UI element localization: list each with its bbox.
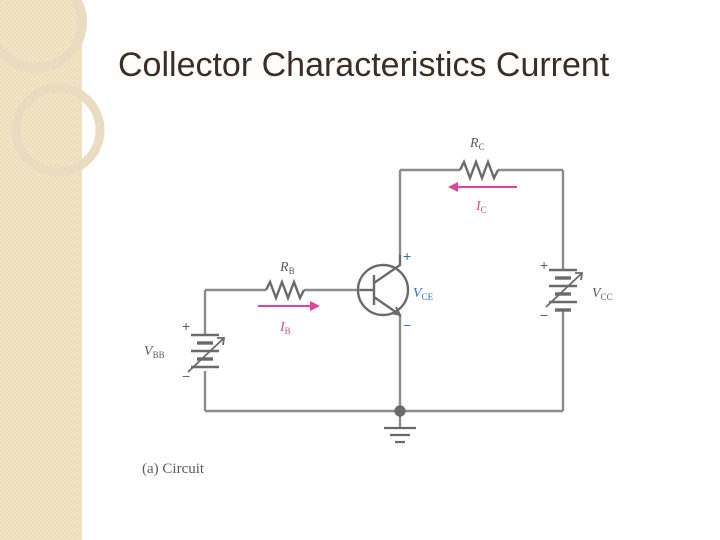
side-strip: [0, 0, 78, 540]
rc-label: RC: [469, 136, 485, 152]
diagram-caption: (a) Circuit: [142, 461, 205, 477]
circuit-diagram: RC RB IC IB VCE VCC VBB + − + − + − (a) …: [142, 136, 613, 477]
vbb-label: VBB: [144, 344, 165, 360]
vcc-label: VCC: [592, 286, 613, 302]
rb-resistor: [264, 278, 306, 302]
ground-junction-dot: [394, 405, 406, 417]
vcc-battery: [545, 268, 584, 312]
vbb-minus-sign: −: [182, 368, 190, 384]
ib-label: IB: [279, 320, 291, 336]
vce-label: VCE: [413, 286, 434, 302]
vbb-plus-sign: +: [182, 318, 190, 334]
vce-minus-sign: −: [403, 317, 411, 333]
ic-label: IC: [475, 199, 487, 215]
vcc-minus-sign: −: [540, 307, 548, 323]
vce-plus-sign: +: [403, 248, 411, 264]
ic-arrow: [448, 182, 517, 192]
rc-resistor: [458, 158, 500, 182]
ib-arrow: [258, 301, 320, 311]
ground-symbol: [384, 405, 416, 444]
wires: [203, 168, 565, 427]
vcc-plus-sign: +: [540, 257, 548, 273]
vbb-battery: [187, 333, 226, 373]
rb-label: RB: [279, 260, 295, 276]
transistor-symbol: [356, 255, 410, 317]
decorative-circles: [0, 0, 105, 177]
page-title: Collector Characteristics Current: [118, 46, 610, 84]
side-strip-edge: [78, 0, 82, 540]
